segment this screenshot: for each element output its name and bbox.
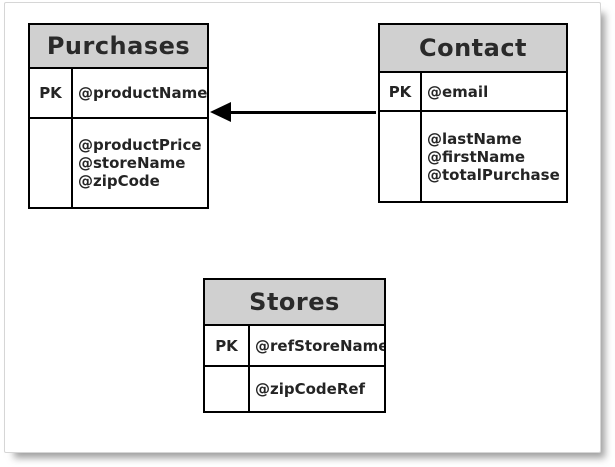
pk-attribute: @refStoreName — [255, 336, 384, 355]
attribute-list: @zipCodeRef — [250, 367, 384, 411]
entity-contact-attr-row: @lastName @firstName @totalPurchase — [380, 112, 566, 201]
entity-purchases-attr-row: @productPrice @storeName @zipCode — [30, 119, 207, 207]
entity-contact-title: Contact — [380, 25, 566, 73]
entity-stores-attr-row: @zipCodeRef — [205, 367, 384, 411]
attribute-list: @productPrice @storeName @zipCode — [73, 119, 207, 207]
relationship-arrowhead-icon — [210, 102, 231, 122]
attribute-list: @lastName @firstName @totalPurchase — [422, 112, 566, 201]
entity-contact: Contact PK @email @lastName @firstName @… — [378, 23, 568, 203]
entity-purchases-pk-row: PK @productName — [30, 69, 207, 119]
attribute: @lastName — [427, 129, 522, 148]
attribute: @firstName — [427, 147, 526, 166]
entity-stores-pk-row: PK @refStoreName — [205, 326, 384, 367]
pk-label: PK — [205, 326, 250, 365]
entity-stores-title: Stores — [205, 280, 384, 326]
pk-label: PK — [380, 73, 422, 110]
entity-purchases: Purchases PK @productName @productPrice … — [28, 23, 209, 209]
attribute: @zipCodeRef — [255, 380, 366, 398]
relationship-arrow-line — [229, 111, 376, 114]
pk-cell-empty — [380, 112, 422, 201]
diagram-page: Purchases PK @productName @productPrice … — [4, 2, 601, 453]
attribute: @zipCode — [78, 172, 160, 190]
attribute: @productPrice — [78, 136, 202, 154]
pk-label: PK — [30, 69, 73, 117]
entity-stores: Stores PK @refStoreName @zipCodeRef — [203, 278, 386, 413]
entity-contact-pk-row: PK @email — [380, 73, 566, 112]
pk-cell-empty — [205, 367, 250, 411]
attribute: @storeName — [78, 154, 186, 172]
pk-attribute: @productName — [78, 84, 207, 102]
pk-cell-empty — [30, 119, 73, 207]
entity-purchases-title: Purchases — [30, 25, 207, 69]
attribute: @totalPurchase — [427, 165, 560, 184]
pk-attribute: @email — [427, 82, 489, 101]
